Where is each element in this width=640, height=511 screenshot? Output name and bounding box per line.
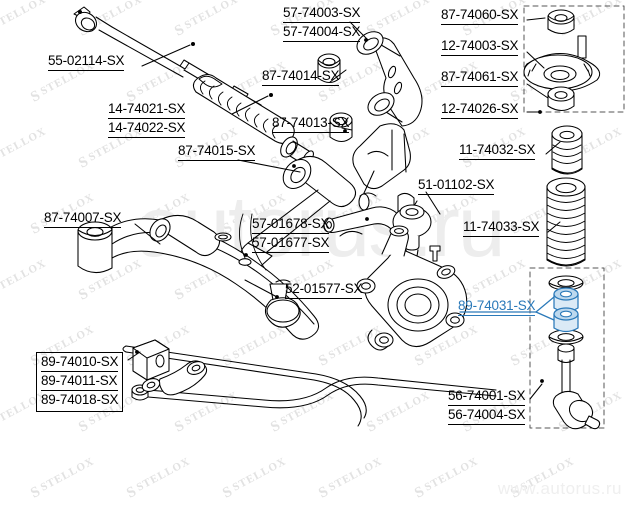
part-number: 89-74018-SX (41, 392, 119, 407)
highlighted-leader-line (459, 296, 555, 321)
part-number: 12-74026-SX (441, 100, 519, 119)
part-number: 56-74004-SX (448, 406, 526, 425)
part-number: 57-74004-SX (283, 23, 361, 42)
part-number-label: 87-74007-SX (44, 209, 122, 228)
part-number: 89-74031-SX (458, 297, 536, 316)
part-number: 52-01577-SX (285, 280, 363, 299)
stabilizer-link-rod-part (540, 329, 601, 430)
part-number: 56-74001-SX (448, 387, 526, 406)
part-number-label: 55-02114-SX (48, 52, 125, 71)
part-number-label: 87-74014-SX (262, 67, 340, 86)
part-number: 57-01677-SX (252, 234, 330, 253)
part-number: 51-01102-SX (418, 176, 495, 195)
part-number: 89-74010-SX (41, 354, 119, 372)
part-number-label: 52-01577-SX (285, 280, 363, 299)
sway-bar-part (122, 339, 497, 427)
part-number: 89-74011-SX (41, 373, 119, 391)
part-number: 57-74003-SX (283, 4, 361, 23)
part-number-label: 87-74015-SX (178, 142, 256, 161)
part-number: 11-74032-SX (459, 141, 536, 160)
part-number-label: 87-74013-SX (272, 114, 350, 133)
part-number-label: 87-74060-SX (441, 6, 519, 25)
part-number: 55-02114-SX (48, 52, 125, 71)
part-number-label[interactable]: 89-74031-SX (458, 297, 536, 316)
part-number-label: 12-74003-SX (441, 37, 519, 56)
part-number: 87-74007-SX (44, 209, 122, 228)
part-number: 57-01678-SX (252, 215, 330, 234)
strut-dust-boot-part (546, 177, 586, 267)
outer-tie-rod-end-part (323, 204, 432, 263)
part-number-label: 12-74026-SX (441, 100, 519, 119)
stabilizer-link-assembly-group (529, 267, 605, 429)
part-number: 87-74015-SX (178, 142, 256, 161)
part-number: 87-74013-SX (272, 114, 350, 133)
part-number: 87-74061-SX (441, 68, 519, 87)
part-number: 14-74021-SX (108, 100, 186, 119)
part-number: 87-74014-SX (262, 67, 340, 86)
strut-mount-assembly-group (523, 5, 625, 114)
lower-control-arm-part (77, 213, 320, 340)
highlighted-bushing-parts (553, 287, 579, 333)
part-number-label: 51-01102-SX (418, 176, 495, 195)
steering-knuckle-part (356, 225, 468, 351)
bump-stop-part (551, 125, 583, 175)
leader-lines (127, 17, 561, 400)
part-number-label: 11-74033-SX (463, 218, 540, 237)
part-number: 11-74033-SX (463, 218, 540, 237)
part-number: 12-74003-SX (441, 37, 519, 56)
upper-control-arm-part (317, 31, 423, 143)
part-number: 87-74060-SX (441, 6, 519, 25)
part-number-label: 11-74032-SX (459, 141, 536, 160)
part-number: 14-74022-SX (108, 119, 186, 138)
part-number-label: 87-74061-SX (441, 68, 519, 87)
